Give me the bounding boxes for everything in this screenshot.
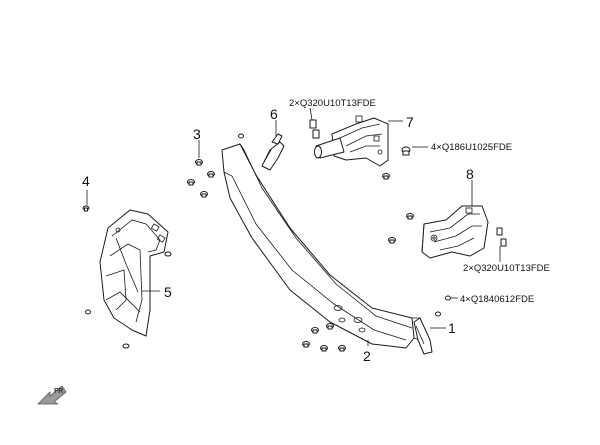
direction-label: FR	[54, 388, 63, 395]
nut-clip-icon	[309, 119, 320, 139]
small-bracket	[261, 133, 285, 171]
flange-bolt-icon	[85, 309, 91, 315]
callout-8: 8	[466, 166, 474, 182]
flange-bolt-icon	[302, 341, 310, 348]
flange-bolt-icon	[195, 159, 203, 166]
callout-6: 6	[270, 106, 278, 122]
flange-bolt-icon	[338, 345, 346, 352]
flange-bolt-icon	[435, 311, 441, 317]
nut-clip-icon	[496, 227, 507, 247]
flange-bolt-icon	[445, 295, 451, 301]
callout-4: 4	[82, 173, 90, 189]
flange-bolt-icon	[406, 213, 414, 220]
flange-bolt-icon	[238, 133, 244, 139]
callout-7: 7	[406, 114, 414, 130]
flange-bolt-icon	[401, 146, 411, 156]
leader-lines	[86, 107, 501, 346]
flange-bolt-icon	[388, 237, 396, 244]
flange-bolt-icon	[187, 179, 195, 186]
front-direction-arrow-icon: FR	[37, 385, 67, 405]
flange-bolt-icon	[164, 251, 172, 257]
flange-bolt-icon	[207, 171, 215, 178]
flange-bolt-icon	[326, 323, 334, 330]
bumper-beam	[221, 143, 421, 349]
fasteners	[82, 119, 507, 352]
flange-bolt-icon	[311, 327, 319, 334]
fastener-label-top: 2×Q320U10T13FDE	[289, 98, 376, 109]
end-plate	[413, 317, 433, 355]
crash-box-upper	[314, 115, 389, 167]
callout-5: 5	[164, 284, 172, 300]
callout-3: 3	[193, 126, 201, 142]
flange-bolt-icon	[82, 205, 90, 212]
flange-bolt-icon	[382, 173, 390, 180]
flange-bolt-icon	[200, 191, 208, 198]
callout-2: 2	[363, 348, 371, 364]
flange-bolt-icon	[122, 343, 130, 349]
flange-bolt-icon	[320, 345, 328, 352]
crash-box-lower	[421, 205, 489, 259]
fastener-label-part1: 4×Q1840612FDE	[460, 294, 534, 305]
left-bracket	[99, 209, 169, 337]
fastener-label-part8: 2×Q320U10T13FDE	[463, 263, 550, 274]
fastener-label-part7: 4×Q186U1025FDE	[431, 142, 512, 153]
callout-1: 1	[448, 320, 456, 336]
